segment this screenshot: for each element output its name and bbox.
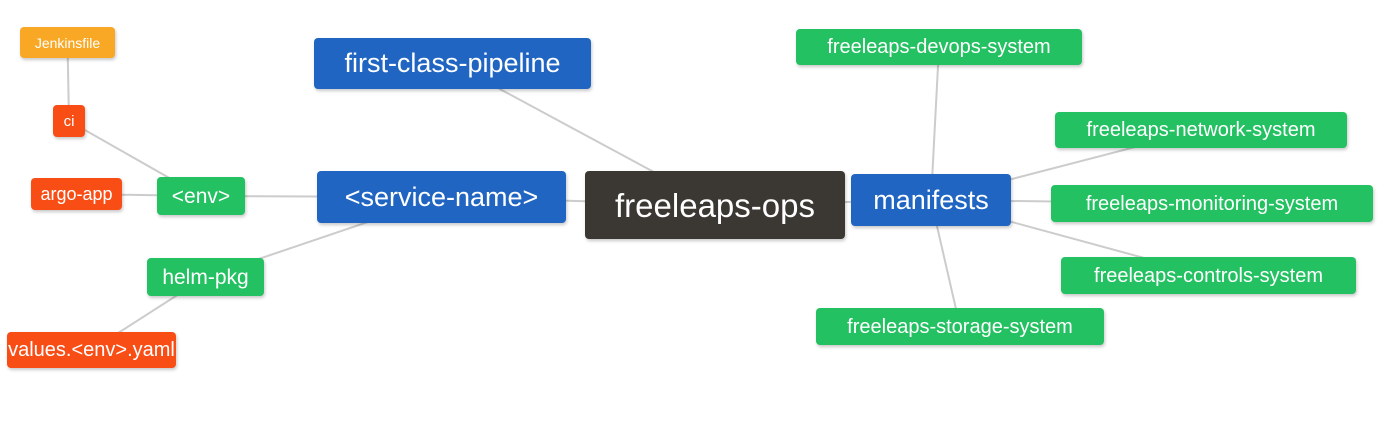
node-label: first-class-pipeline: [344, 48, 561, 78]
node-label: values.<env>.yaml: [8, 339, 175, 361]
node-label: freeleaps-controls-system: [1094, 264, 1323, 287]
node-env[interactable]: <env>: [157, 177, 245, 215]
node-label: manifests: [873, 184, 989, 215]
node-monitoring-system[interactable]: freeleaps-monitoring-system: [1051, 185, 1373, 222]
node-storage-system[interactable]: freeleaps-storage-system: [816, 308, 1104, 345]
node-values-env-yaml[interactable]: values.<env>.yaml: [7, 332, 176, 368]
node-argo-app[interactable]: argo-app: [31, 178, 122, 210]
node-label: freeleaps-storage-system: [847, 315, 1073, 338]
node-devops-system[interactable]: freeleaps-devops-system: [796, 29, 1082, 65]
node-label: freeleaps-network-system: [1086, 119, 1316, 141]
node-label: Jenkinsfile: [34, 34, 101, 51]
node-freeleaps-ops[interactable]: freeleaps-ops: [585, 171, 845, 239]
node-first-class-pipeline[interactable]: first-class-pipeline: [314, 38, 591, 89]
node-label: helm-pkg: [162, 265, 249, 289]
node-label: freeleaps-ops: [615, 186, 815, 224]
node-manifests[interactable]: manifests: [851, 174, 1011, 226]
node-label: <service-name>: [344, 181, 539, 212]
node-label: freeleaps-monitoring-system: [1085, 192, 1339, 215]
node-jenkinsfile[interactable]: Jenkinsfile: [20, 27, 115, 58]
node-network-system[interactable]: freeleaps-network-system: [1055, 112, 1347, 148]
node-ci[interactable]: ci: [53, 105, 85, 137]
node-label: freeleaps-devops-system: [827, 36, 1051, 58]
node-label: ci: [63, 112, 75, 130]
node-helm-pkg[interactable]: helm-pkg: [147, 258, 264, 296]
node-label: <env>: [171, 184, 231, 208]
node-service-name[interactable]: <service-name>: [317, 171, 566, 223]
node-label: argo-app: [40, 184, 113, 204]
node-controls-system[interactable]: freeleaps-controls-system: [1061, 257, 1356, 294]
